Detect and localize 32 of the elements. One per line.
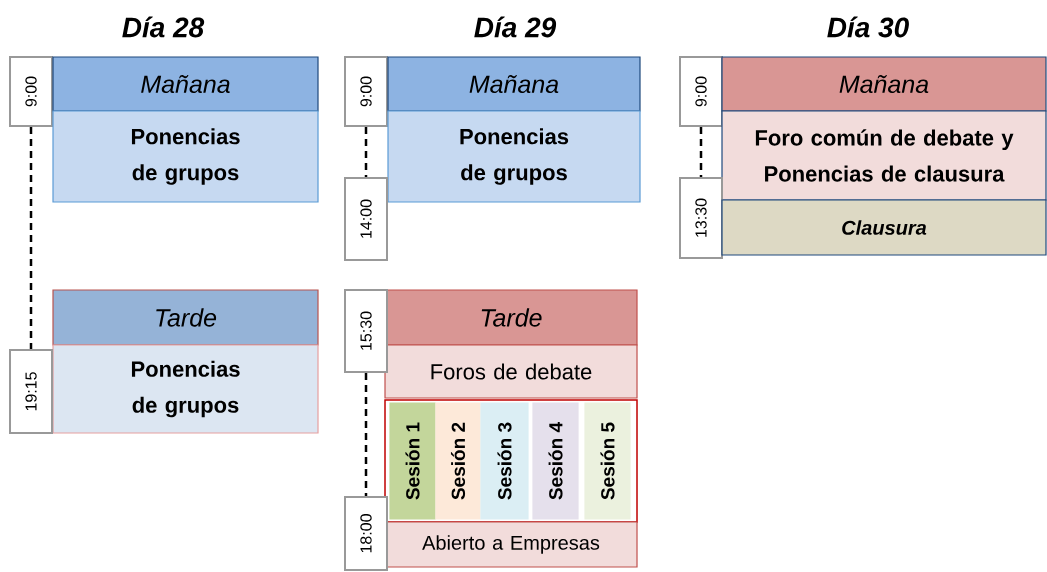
time-tag: 18:00 <box>344 496 388 571</box>
dashed-line <box>29 127 33 349</box>
time-tag: 13:30 <box>679 177 723 259</box>
session-column: Sesión 2 <box>435 402 481 520</box>
dashed-line <box>364 127 368 177</box>
session-column: Sesión 1 <box>389 402 436 520</box>
session-column: Sesión 5 <box>584 402 631 520</box>
header-box: Mañana <box>52 56 319 112</box>
session-box: Abierto a Empresas <box>384 521 638 568</box>
day-heading: Día 30 <box>827 16 909 38</box>
time-tag: 14:00 <box>344 177 388 261</box>
session-column: Sesión 4 <box>532 402 579 520</box>
time-tag: 9:00 <box>679 56 723 127</box>
header-box: Tarde <box>384 289 638 346</box>
session-box: Ponencias de grupos <box>387 110 641 203</box>
dashed-line <box>364 373 368 496</box>
closing-box: Clausura <box>721 199 1047 256</box>
day-heading: Día 28 <box>122 16 205 38</box>
session-box: Ponencias de grupos <box>52 344 319 434</box>
header-box: Mañana <box>721 56 1047 112</box>
session-box: Ponencias de grupos <box>52 110 319 203</box>
time-tag: 9:00 <box>9 56 53 127</box>
dashed-line <box>699 127 703 177</box>
session-box: Foro común de debate y Ponencias de clausura <box>721 110 1047 201</box>
header-box: Mañana <box>387 56 641 112</box>
session-box: Foros de debate <box>384 344 638 399</box>
time-tag: 9:00 <box>344 56 388 127</box>
time-tag: 19:15 <box>9 349 53 434</box>
time-tag: 15:30 <box>344 289 388 373</box>
header-box: Tarde <box>52 289 319 346</box>
day-heading: Día 29 <box>474 16 557 38</box>
session-column: Sesión 3 <box>480 402 529 520</box>
